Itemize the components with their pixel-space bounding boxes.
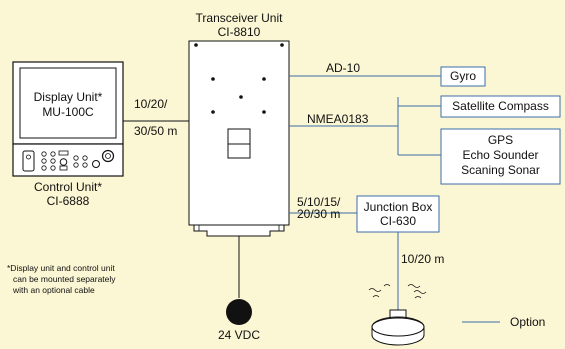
junction-box-model: CI-630 [379,214,417,228]
cable-length-display: 10/20/ [134,97,168,111]
nmea-label: NMEA0183 [307,112,369,126]
footnote-line-3: with an optional cable [13,285,95,295]
satellite-compass-box [440,95,561,118]
transducer-icon [371,309,425,346]
footnote-line-2: can be mounted separately [13,274,116,284]
gps-label: GPS [487,133,514,147]
footnote-line-1: *Display unit and control unit [7,263,115,273]
control-unit-model: CI-6888 [46,194,90,208]
junction-box-label: Junction Box [363,200,433,214]
cable-length-display-2: 30/50 m [134,124,178,138]
cable-length-sensor: 10/20 m [401,252,445,266]
transceiver-unit [188,40,290,237]
echo-sounder-label: Echo Sounder [462,148,539,162]
display-unit [12,61,124,145]
legend-option-label: Option [510,315,546,329]
display-unit-model: MU-100C [42,105,94,119]
transceiver-title: Transceiver Unit [195,11,283,25]
control-unit [12,143,124,177]
junction-box [356,195,440,233]
display-unit-label: Display Unit* [33,90,103,104]
power-plug-icon [226,299,252,325]
ad10-label: AD-10 [326,61,361,75]
transceiver-model: CI-8810 [217,25,261,39]
nmea-bus [289,97,441,156]
power-label: 24 VDC [217,328,261,342]
cable-length-junction-2: 20/30 m [297,207,341,221]
scanning-sonar-label: Scaning Sonar [461,163,540,177]
satellite-compass-label: Satellite Compass [452,99,549,113]
gyro-label: Gyro [449,69,476,83]
cable-length-junction: 5/10/15/ [297,195,341,209]
gps-group-box [440,128,561,185]
control-unit-label: Control Unit* [33,180,103,194]
gyro-box [440,66,486,87]
water-surface-icon [368,284,427,299]
